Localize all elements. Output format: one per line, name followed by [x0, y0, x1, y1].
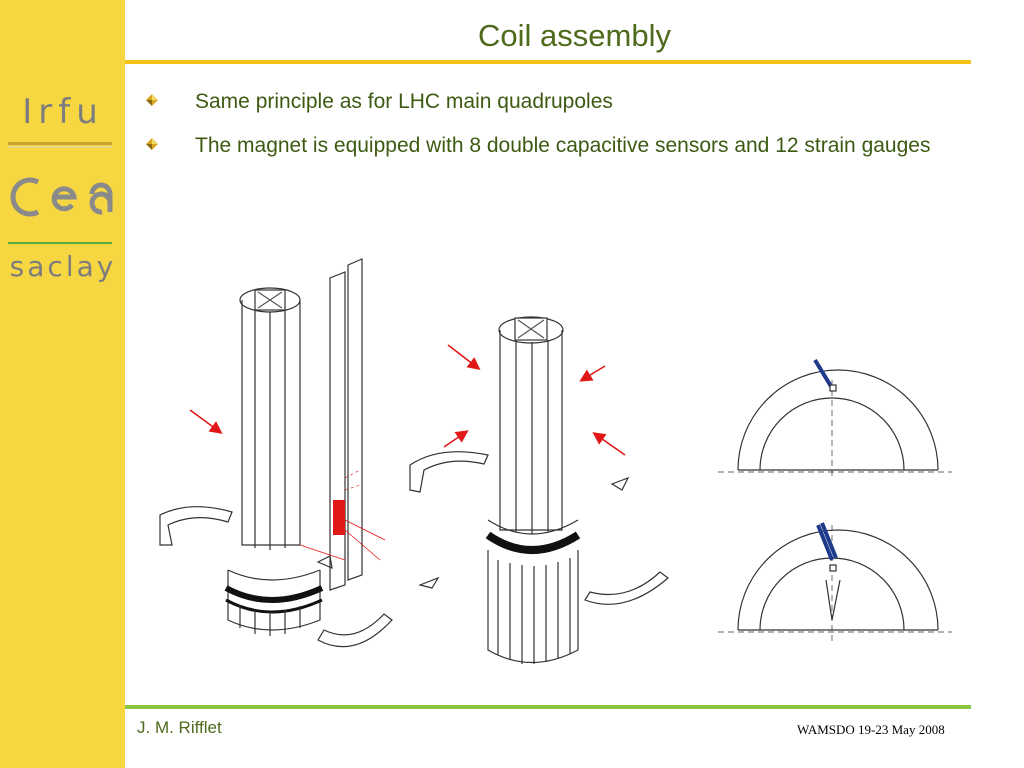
bullet-list: Same principle as for LHC main quadrupol…	[145, 86, 965, 174]
bullet-text: Same principle as for LHC main quadrupol…	[195, 90, 613, 113]
cea-logo	[10, 177, 113, 217]
title-rule	[125, 60, 971, 64]
sidebar: Irfu saclay	[0, 0, 125, 768]
logo-divider	[8, 146, 112, 148]
logo-divider	[8, 142, 112, 145]
diamond-bullet-icon	[146, 138, 158, 150]
logo-divider	[8, 242, 112, 244]
footer-conference: WAMSDO 19-23 May 2008	[797, 722, 945, 737]
footer-rule	[125, 705, 971, 709]
cross-section-bottom	[718, 522, 952, 645]
center-coil-column	[485, 316, 581, 664]
bullet-text: The magnet is equipped with 8 double cap…	[195, 134, 931, 157]
slide-title: Coil assembly	[478, 18, 671, 53]
footer-author: J. M. Rifflet	[137, 718, 222, 737]
irfu-logo: Irfu	[22, 92, 104, 132]
bullet-item: The magnet is equipped with 8 double cap…	[145, 130, 965, 161]
bullet-item: Same principle as for LHC main quadrupol…	[145, 86, 965, 117]
strain-gauge-plates	[299, 258, 386, 591]
coil-assembly-drawing	[159, 258, 952, 664]
saclay-logo: saclay	[9, 250, 117, 283]
red-arrows	[189, 344, 626, 456]
diamond-bullet-icon	[146, 94, 158, 106]
cross-section-top	[718, 358, 952, 480]
collar-segments	[159, 451, 669, 648]
left-coil-column	[224, 287, 324, 636]
